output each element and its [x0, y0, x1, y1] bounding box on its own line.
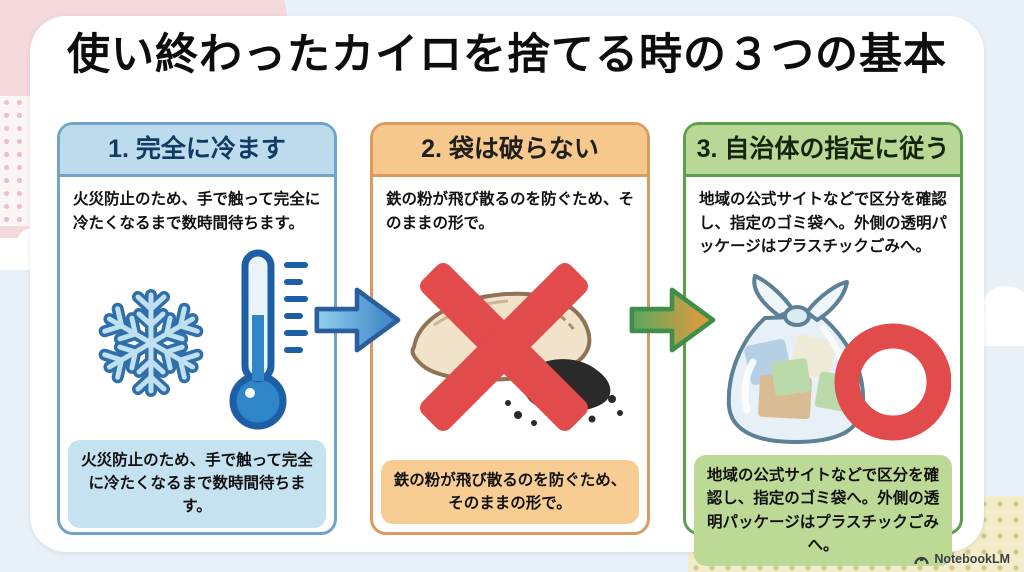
- step-panel-1: 1. 完全に冷ます 火災防止のため、手で触って完全に冷たくなるまで数時間待ちます…: [57, 122, 337, 535]
- notebooklm-icon: [914, 556, 929, 564]
- step-3-header: 3. 自治体の指定に従う: [686, 125, 960, 178]
- step-1-description: 火災防止のため、手で触って完全に冷たくなるまで数時間待ちます。: [73, 191, 321, 232]
- arrow-step1-to-step2-icon: [314, 287, 401, 353]
- bag-knot: [752, 274, 849, 327]
- notebooklm-logo: NotebookLM: [914, 552, 1010, 566]
- step-panel-3: 3. 自治体の指定に従う 地域の公式サイトなどで区分を確認し、指定のゴミ袋へ。外…: [683, 122, 963, 566]
- page-title: 使い終わったカイロを捨てる時の３つの基本: [67, 31, 947, 79]
- tied-trash-bag-illustration: [726, 274, 951, 444]
- step-1-header: 1. 完全に冷ます: [60, 125, 334, 178]
- arrow-step2-to-step3-icon: [629, 287, 716, 353]
- step-2-footer-note: 鉄の粉が飛び散るのを防ぐため、そのままの形で。: [381, 459, 639, 524]
- step-3-illustration: [686, 262, 960, 450]
- snowflake-icon: [103, 295, 199, 391]
- circle-mark-icon: [834, 323, 951, 441]
- notebooklm-label: NotebookLM: [934, 552, 1010, 566]
- step-3-footer-note: 地域の公式サイトなどで区分を確認し、指定のゴミ袋へ。外側の透明パッケージはプラス…: [694, 455, 952, 566]
- steps-row: 1. 完全に冷ます 火災防止のため、手で触って完全に冷たくなるまで数時間待ちます…: [57, 122, 963, 566]
- cross-mark-icon: [420, 262, 588, 431]
- cloud-decoration: [984, 286, 1024, 318]
- step-3-description: 地域の公式サイトなどで区分を確認し、指定のゴミ袋へ。外側の透明パッケージはプラス…: [699, 191, 948, 255]
- warmer-bag-with-powder-illustration: [410, 262, 623, 431]
- step-1-footer-note: 火災防止のため、手で触って完全に冷たくなるまで数時間待ちます。: [68, 439, 326, 528]
- step-panel-2: 2. 袋は破らない 鉄の粉が飛び散るのを防ぐため、そのままの形で。: [370, 122, 650, 535]
- cool-down-illustration: [73, 249, 308, 430]
- step-2-header: 2. 袋は破らない: [373, 125, 647, 178]
- step-2-description: 鉄の粉が飛び散るのを防ぐため、そのままの形で。: [386, 191, 635, 232]
- step-1-illustration: [60, 239, 334, 435]
- step-2-illustration: [373, 239, 647, 455]
- thermometer-icon: [229, 249, 308, 430]
